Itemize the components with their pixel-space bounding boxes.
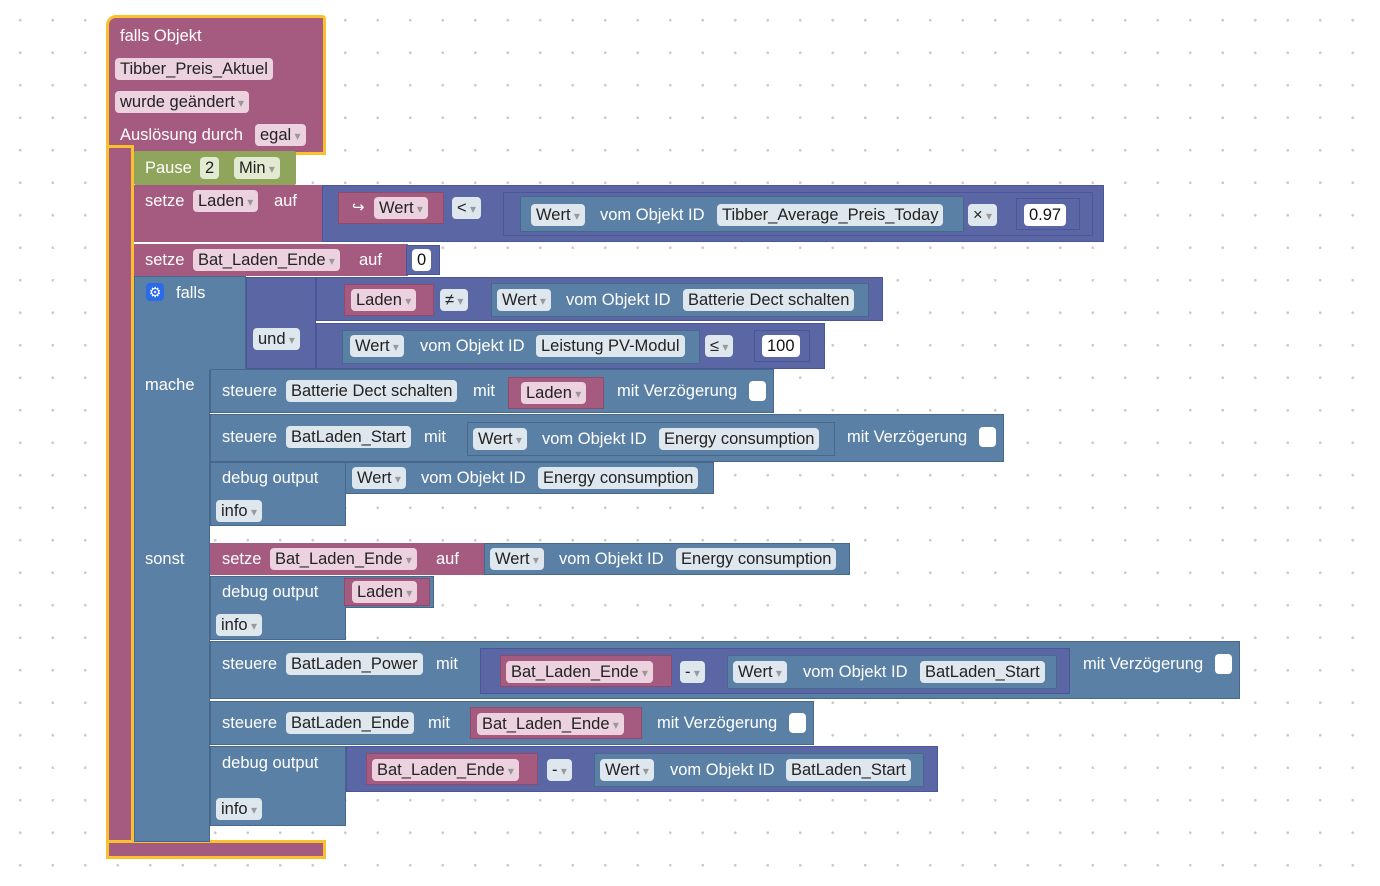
else-set-wert-dropdown[interactable]: Wert: [490, 548, 544, 570]
else-s1-var-dropdown[interactable]: Bat_Laden_Ende: [506, 661, 653, 683]
pause-label: Pause: [145, 159, 192, 177]
else-debug1-label: debug output: [222, 583, 319, 601]
then-s1-object-field[interactable]: Batterie Dect schalten: [286, 380, 458, 402]
else-debug1-level-dropdown[interactable]: info: [216, 614, 262, 636]
set-laden-variable-dropdown[interactable]: Laden: [193, 190, 259, 212]
multiply-operator-dropdown[interactable]: ×: [968, 204, 997, 226]
else-set-vom-label: vom Objekt ID: [559, 550, 664, 568]
else-s2-label: steuere: [222, 714, 278, 732]
set-laden-setze-label: setze: [145, 192, 185, 210]
trigger-block-body[interactable]: [106, 145, 134, 859]
else-debug2-wert-dropdown[interactable]: Wert: [600, 759, 654, 781]
else-s1-mit-label: mit: [436, 655, 458, 673]
else-s1-source-field[interactable]: BatLaden_Start: [920, 661, 1045, 683]
compare-operator-dropdown[interactable]: <: [452, 197, 481, 219]
else-s1-delay-label: mit Verzögerung: [1083, 655, 1204, 673]
cond1-object-field[interactable]: Batterie Dect schalten: [683, 289, 855, 311]
and-block[interactable]: [246, 277, 316, 369]
else-s2-var-dropdown[interactable]: Bat_Laden_Ende: [477, 713, 624, 735]
then-debug-vom-label: vom Objekt ID: [421, 469, 526, 487]
else-s2-delay-label: mit Verzögerung: [657, 714, 778, 732]
else-set-setze-label: setze: [222, 550, 262, 568]
else-s2-mit-label: mit: [428, 714, 450, 732]
if-sonst-label: sonst: [145, 550, 185, 568]
cond1-wert-dropdown[interactable]: Wert: [497, 289, 551, 311]
then-debug-label: debug output: [222, 469, 319, 487]
then-s2-vom-label: vom Objekt ID: [542, 430, 647, 448]
then-s2-label: steuere: [222, 428, 278, 446]
else-debug1-var-dropdown[interactable]: Laden: [352, 581, 418, 603]
then-debug-wert-dropdown[interactable]: Wert: [352, 467, 406, 489]
else-set-object-field[interactable]: Energy consumption: [676, 548, 837, 570]
else-s1-vom-label: vom Objekt ID: [803, 663, 908, 681]
then-s1-label: steuere: [222, 382, 278, 400]
set-bat-auf-label: auf: [359, 251, 382, 269]
else-s1-object-field[interactable]: BatLaden_Power: [286, 653, 423, 675]
set-bat-variable-dropdown[interactable]: Bat_Laden_Ende: [193, 249, 340, 271]
else-debug2-label: debug output: [222, 754, 319, 772]
trigger-condition-dropdown[interactable]: wurde geändert: [115, 91, 250, 113]
value-wert-dropdown[interactable]: Wert: [374, 197, 428, 219]
get-value-object-field[interactable]: Tibber_Average_Preis_Today: [717, 204, 944, 226]
number-field[interactable]: 0.97: [1024, 204, 1067, 226]
cond2-number-field[interactable]: 100: [762, 335, 800, 357]
get-value-wert-dropdown[interactable]: Wert: [531, 204, 585, 226]
cond1-get-value-block[interactable]: [491, 283, 869, 317]
cond2-wert-dropdown[interactable]: Wert: [350, 335, 404, 357]
else-debug1-block[interactable]: [210, 576, 346, 640]
else-debug2-var-dropdown[interactable]: Bat_Laden_Ende: [372, 759, 519, 781]
else-set-variable-dropdown[interactable]: Bat_Laden_Ende: [270, 548, 417, 570]
then-s2-wert-dropdown[interactable]: Wert: [473, 428, 527, 450]
if-falls-label: falls: [176, 284, 206, 302]
else-s1-operator-dropdown[interactable]: -: [680, 661, 705, 683]
set-bat-setze-label: setze: [145, 251, 185, 269]
if-block-spine[interactable]: [134, 370, 210, 842]
trigger-type-label: Auslösung durch: [120, 126, 243, 144]
pause-value-field[interactable]: 2: [200, 157, 220, 179]
pause-unit-dropdown[interactable]: Min: [234, 157, 280, 179]
then-debug-object-field[interactable]: Energy consumption: [538, 467, 699, 489]
cond2-operator-dropdown[interactable]: ≤: [705, 335, 734, 357]
then-s2-delay-checkbox[interactable]: [979, 427, 996, 447]
trigger-object-field[interactable]: Tibber_Preis_Aktuel: [115, 58, 273, 80]
cond1-vom-label: vom Objekt ID: [566, 291, 671, 309]
else-debug2-operator-dropdown[interactable]: -: [547, 759, 572, 781]
trigger-block-foot[interactable]: [106, 840, 326, 859]
cond1-var-dropdown[interactable]: Laden: [351, 289, 417, 311]
else-s1-label: steuere: [222, 655, 278, 673]
then-s1-delay-checkbox[interactable]: [749, 381, 766, 401]
else-s2-delay-checkbox[interactable]: [789, 713, 806, 733]
then-debug-level-dropdown[interactable]: info: [216, 500, 262, 522]
trigger-label: falls Objekt: [120, 27, 202, 45]
else-s1-delay-checkbox[interactable]: [1215, 654, 1232, 674]
then-s1-var-dropdown[interactable]: Laden: [521, 382, 587, 404]
set-laden-auf-label: auf: [274, 192, 297, 210]
then-s1-delay-label: mit Verzögerung: [617, 382, 738, 400]
else-set-auf-label: auf: [436, 550, 459, 568]
then-s2-object-field[interactable]: BatLaden_Start: [286, 426, 411, 448]
trigger-type-dropdown[interactable]: egal: [255, 124, 306, 146]
else-debug2-vom-label: vom Objekt ID: [670, 761, 775, 779]
cond2-vom-label: vom Objekt ID: [420, 337, 525, 355]
gear-icon[interactable]: ⚙: [146, 283, 164, 301]
else-s1-wert-dropdown[interactable]: Wert: [733, 661, 787, 683]
else-s2-object-field[interactable]: BatLaden_Ende: [286, 712, 415, 734]
get-value-vom-label: vom Objekt ID: [600, 206, 705, 224]
return-arrow-icon: ↪: [352, 199, 365, 216]
then-s2-mit-label: mit: [424, 428, 446, 446]
then-s2-delay-label: mit Verzögerung: [847, 428, 968, 446]
then-s1-mit-label: mit: [473, 382, 495, 400]
and-operator-dropdown[interactable]: und: [253, 328, 300, 350]
zero-number-field[interactable]: 0: [412, 249, 432, 271]
then-s2-source-field[interactable]: Energy consumption: [659, 428, 820, 450]
cond1-operator-dropdown[interactable]: ≠: [440, 289, 469, 311]
else-debug2-object-field[interactable]: BatLaden_Start: [786, 759, 911, 781]
if-mache-label: mache: [145, 376, 195, 394]
else-debug2-level-dropdown[interactable]: info: [216, 798, 262, 820]
cond2-object-field[interactable]: Leistung PV-Modul: [536, 335, 685, 357]
